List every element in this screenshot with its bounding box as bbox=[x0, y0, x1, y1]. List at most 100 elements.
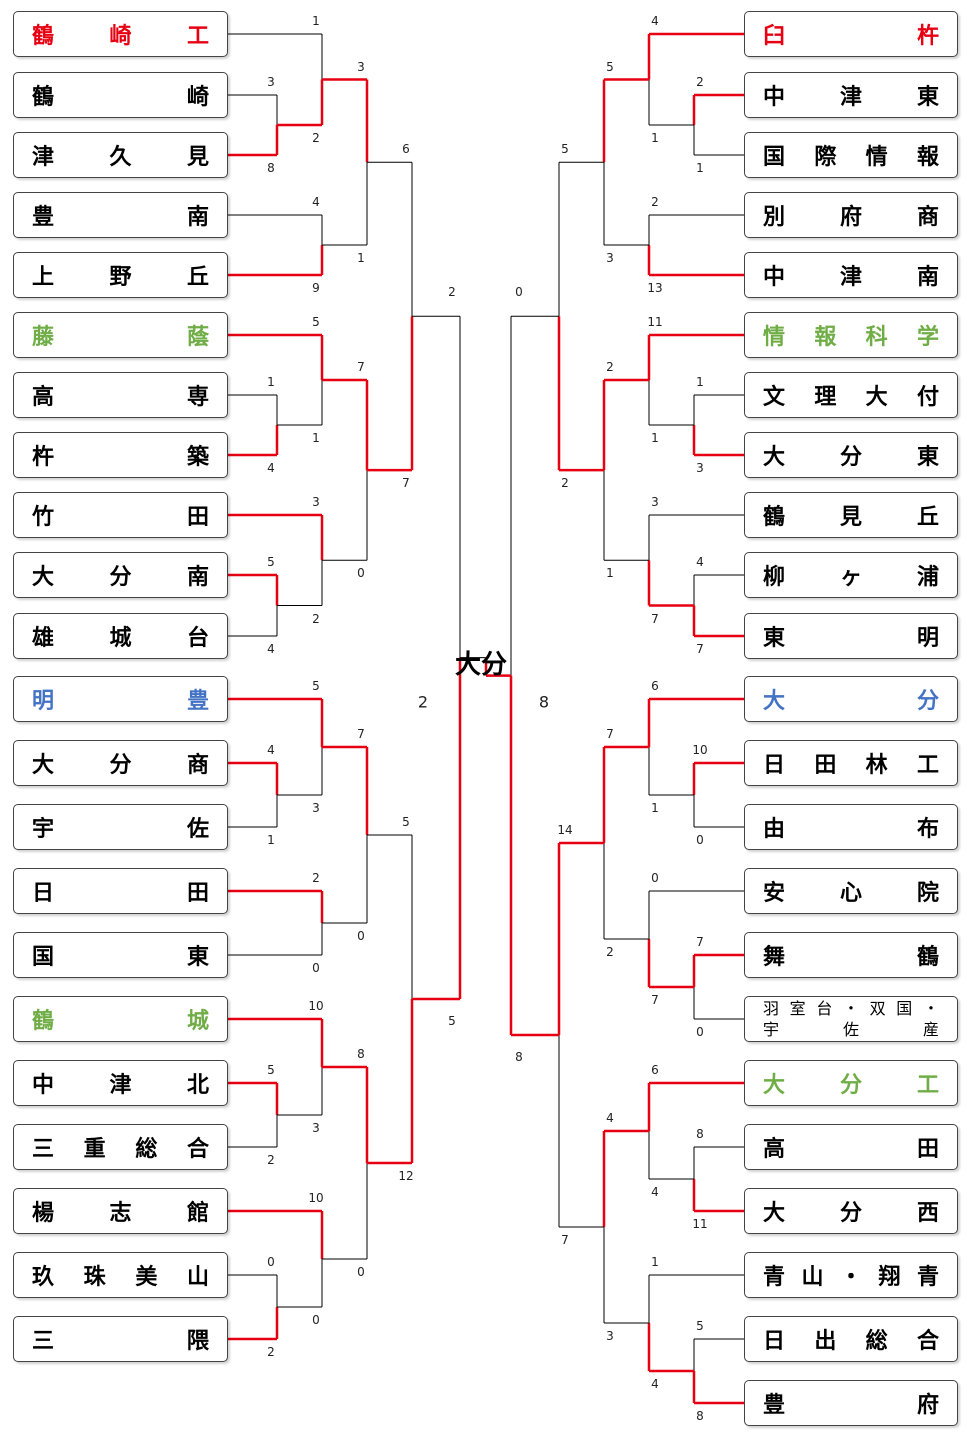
score-label: 1 bbox=[606, 566, 614, 581]
score-label: 6 bbox=[651, 679, 659, 693]
score-label: 0 bbox=[696, 833, 704, 847]
score-label: 0 bbox=[312, 1313, 320, 1327]
score-label: 3 bbox=[312, 495, 320, 509]
score-label: 1 bbox=[651, 801, 659, 815]
score-label: 0 bbox=[357, 566, 365, 581]
score-label: 0 bbox=[312, 961, 320, 975]
team-box-left-5: 藤蔭 bbox=[13, 312, 228, 358]
final-left-score: 2 bbox=[417, 692, 429, 712]
team-box-right-2: 国際情報 bbox=[744, 132, 958, 178]
team-name: 日田 bbox=[32, 881, 209, 906]
team-name: 三隈 bbox=[32, 1329, 209, 1354]
team-box-left-4: 上野丘 bbox=[13, 252, 228, 298]
score-label: 2 bbox=[267, 1153, 275, 1167]
team-name: 大分工 bbox=[763, 1073, 939, 1098]
score-label: 11 bbox=[692, 1217, 708, 1231]
team-box-left-11: 明豊 bbox=[13, 676, 228, 722]
team-box-right-7: 大分東 bbox=[744, 432, 958, 478]
team-name: 鶴見丘 bbox=[763, 505, 939, 530]
score-label: 7 bbox=[357, 360, 365, 374]
team-name: 大分 bbox=[763, 689, 939, 714]
team-name: 鶴崎 bbox=[32, 85, 209, 110]
score-label: 5 bbox=[561, 142, 569, 157]
score-label: 11 bbox=[647, 315, 663, 329]
team-name: 高田 bbox=[763, 1137, 939, 1162]
score-label: 3 bbox=[357, 59, 365, 74]
team-name: 藤蔭 bbox=[32, 325, 209, 350]
team-box-left-19: 楊志館 bbox=[13, 1188, 228, 1234]
score-label: 13 bbox=[647, 281, 663, 295]
team-box-left-14: 日田 bbox=[13, 868, 228, 914]
score-label: 4 bbox=[267, 461, 275, 475]
score-label: 1 bbox=[312, 431, 320, 445]
team-name: 楊志館 bbox=[32, 1201, 209, 1226]
score-label: 8 bbox=[267, 161, 275, 175]
score-label: 0 bbox=[696, 1025, 704, 1039]
team-box-right-4: 中津南 bbox=[744, 252, 958, 298]
score-label: 5 bbox=[267, 555, 275, 569]
score-label: 4 bbox=[696, 555, 704, 569]
score-label: 7 bbox=[561, 1233, 569, 1247]
score-label: 5 bbox=[696, 1319, 704, 1333]
team-box-left-1: 鶴崎 bbox=[13, 72, 228, 118]
team-name: 津久見 bbox=[32, 145, 209, 170]
team-name: 三重総合 bbox=[32, 1137, 209, 1162]
team-box-left-20: 玖珠美山 bbox=[13, 1252, 228, 1298]
score-label: 7 bbox=[696, 642, 704, 656]
score-label: 1 bbox=[267, 833, 275, 847]
score-label: 2 bbox=[448, 285, 456, 300]
score-label: 7 bbox=[606, 727, 614, 741]
final-right-score: 8 bbox=[538, 692, 550, 712]
score-label: 3 bbox=[606, 251, 614, 265]
team-name: 宇佐 bbox=[32, 817, 209, 842]
score-label: 4 bbox=[651, 14, 659, 28]
team-box-right-1: 中津東 bbox=[744, 72, 958, 118]
team-name: 玖珠美山 bbox=[32, 1265, 209, 1290]
team-name: 日田林工 bbox=[763, 753, 939, 778]
score-label: 4 bbox=[651, 1377, 659, 1391]
score-label: 3 bbox=[312, 801, 320, 815]
score-label: 1 bbox=[357, 251, 365, 265]
team-name: 柳ヶ浦 bbox=[763, 565, 939, 590]
team-name: 大分東 bbox=[763, 445, 939, 470]
team-name: 竹田 bbox=[32, 505, 209, 530]
score-label: 0 bbox=[651, 871, 659, 885]
score-label: 7 bbox=[651, 611, 659, 626]
score-label: 5 bbox=[312, 679, 320, 693]
score-label: 1 bbox=[696, 375, 704, 389]
team-name: 舞鶴 bbox=[763, 945, 939, 970]
team-name: 高専 bbox=[32, 385, 209, 410]
team-box-left-17: 中津北 bbox=[13, 1060, 228, 1106]
score-label: 5 bbox=[448, 1014, 456, 1028]
team-name: 杵築 bbox=[32, 445, 209, 470]
team-box-left-15: 国東 bbox=[13, 932, 228, 978]
team-name: 安心院 bbox=[763, 881, 939, 906]
team-box-right-12: 日田林工 bbox=[744, 740, 958, 786]
score-label: 0 bbox=[357, 1265, 365, 1279]
team-box-right-13: 由布 bbox=[744, 804, 958, 850]
team-box-left-21: 三隈 bbox=[13, 1316, 228, 1362]
score-label: 4 bbox=[651, 1185, 659, 1199]
team-name: 羽室台・双国・宇佐産 bbox=[763, 997, 939, 1041]
team-box-left-7: 杵築 bbox=[13, 432, 228, 478]
team-box-right-0: 臼杵 bbox=[744, 11, 958, 57]
team-name: 青山・翔青 bbox=[763, 1265, 939, 1290]
team-box-left-3: 豊南 bbox=[13, 192, 228, 238]
score-label: 1 bbox=[651, 131, 659, 145]
score-label: 3 bbox=[606, 1329, 614, 1343]
team-name: 豊府 bbox=[763, 1393, 939, 1418]
score-label: 5 bbox=[267, 1063, 275, 1077]
score-label: 2 bbox=[696, 75, 704, 89]
team-name: 大分西 bbox=[763, 1201, 939, 1226]
team-box-right-9: 柳ヶ浦 bbox=[744, 552, 958, 598]
team-name: 文理大付 bbox=[763, 385, 939, 410]
team-name: 東明 bbox=[763, 626, 939, 651]
team-box-left-13: 宇佐 bbox=[13, 804, 228, 850]
score-label: 3 bbox=[267, 75, 275, 89]
score-label: 8 bbox=[515, 1050, 523, 1064]
team-name: 鶴城 bbox=[32, 1009, 209, 1034]
score-label: 1 bbox=[312, 14, 320, 28]
team-box-right-17: 大分工 bbox=[744, 1060, 958, 1106]
champion-label: 大分 bbox=[455, 650, 508, 680]
